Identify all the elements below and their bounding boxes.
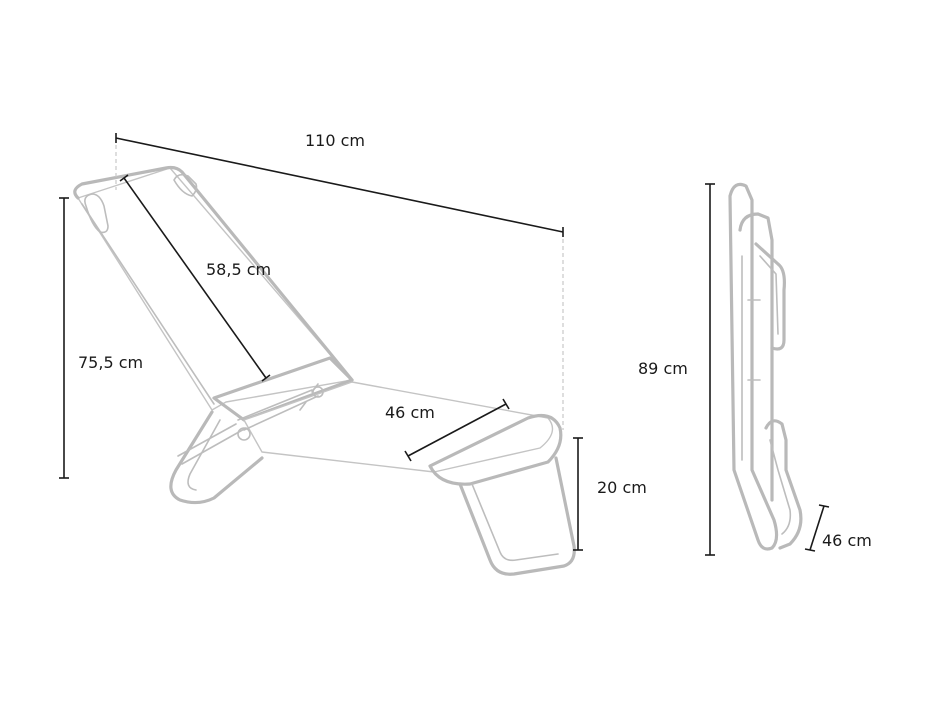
- folded-upper-handle-inner: [759, 255, 779, 335]
- dimension-front-leg-height: [573, 437, 583, 551]
- front-leg: [458, 456, 576, 576]
- recline-knob: [312, 386, 324, 398]
- label-front-leg-height: 20 cm: [597, 478, 647, 497]
- recline-pivot: [237, 427, 251, 441]
- backrest-fabric: [77, 167, 353, 411]
- folded-back-panel: [738, 212, 774, 502]
- dimension-seat-width: [404, 398, 510, 462]
- folded-lower-handle: [764, 419, 803, 550]
- rear-base-inner: [187, 419, 221, 491]
- backrest-frame: [73, 165, 354, 382]
- label-height-back: 75,5 cm: [78, 353, 143, 372]
- label-seat-width: 46 cm: [385, 403, 435, 422]
- dimension-folded-height: [705, 183, 715, 556]
- rear-base-frame: [169, 410, 264, 505]
- seat-front-frame: [428, 414, 563, 486]
- dimension-height-back: [59, 197, 69, 479]
- label-backrest-length: 58,5 cm: [206, 260, 271, 279]
- dimension-folded-width: [804, 504, 830, 552]
- unfolded-chair-illustration: [73, 165, 576, 576]
- front-leg-inner: [471, 483, 559, 562]
- label-folded-width: 46 cm: [822, 531, 872, 550]
- folded-lower-handle-inner: [769, 439, 792, 535]
- recline-mechanism: [177, 383, 319, 465]
- folded-upper-handle: [754, 242, 786, 351]
- folded-spine: [741, 255, 761, 461]
- label-length-total: 110 cm: [305, 131, 365, 150]
- folded-chair-illustration: [728, 182, 803, 551]
- dimension-length-total: [115, 133, 564, 237]
- backrest-frame-edge: [81, 203, 215, 405]
- dimension-backrest-length: [119, 174, 271, 382]
- left-handle-hole: [84, 193, 109, 234]
- right-handle-hole: [173, 173, 198, 197]
- label-folded-height: 89 cm: [638, 359, 688, 378]
- folded-outer-frame: [728, 182, 779, 551]
- backrest-bottom-bar: [212, 356, 354, 422]
